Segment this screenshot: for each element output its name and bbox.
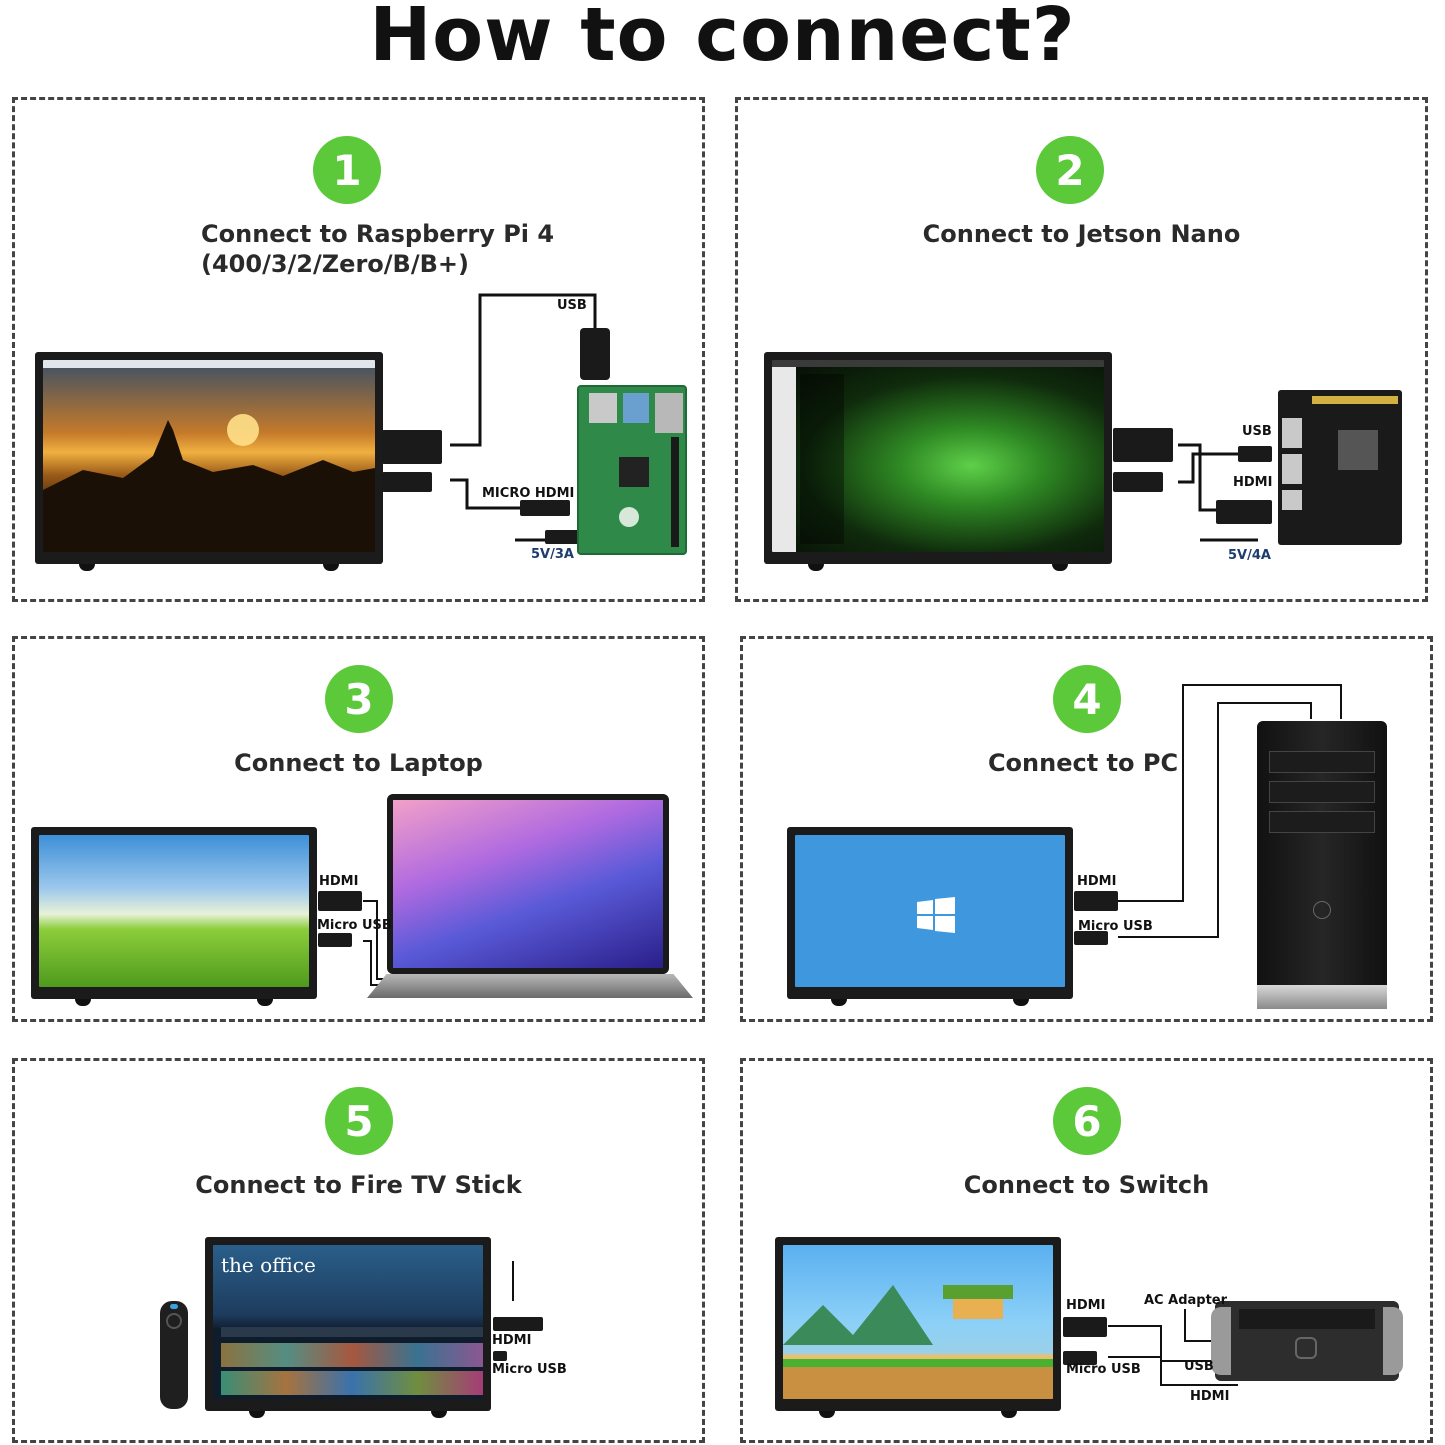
panel-fire-tv-stick: 5 Connect to Fire TV Stick the office HD…	[12, 1058, 705, 1443]
label-usb: USB	[557, 298, 587, 313]
micro-hdmi-plug	[520, 500, 570, 516]
label-hdmi: HDMI	[1233, 475, 1273, 490]
pc-tower	[1257, 721, 1387, 1009]
label-hdmi-dock: HDMI	[1190, 1389, 1230, 1404]
step-badge-4: 4	[1053, 665, 1121, 733]
portable-monitor	[764, 352, 1112, 571]
step-badge-1: 1	[313, 136, 381, 204]
monitor-screen-sunset	[43, 360, 375, 552]
panel-4-cables	[1118, 684, 1342, 938]
hdmi-plug	[1074, 891, 1118, 911]
micro-usb-plug	[1074, 931, 1108, 945]
panel-5-caption: Connect to Fire TV Stick	[195, 1171, 522, 1199]
label-hdmi: HDMI	[492, 1333, 532, 1348]
micro-usb-plug	[318, 933, 352, 947]
monitor-screen-mario	[783, 1245, 1053, 1399]
fire-tv-featured-title: the office	[221, 1253, 316, 1277]
hdmi-port-plug	[1113, 428, 1173, 462]
fire-tv-stick-plug	[493, 1317, 543, 1331]
label-micro-usb: Micro USB	[317, 918, 392, 933]
portable-monitor	[35, 352, 383, 571]
panel-pc: 4 Connect to PC HDMI Micro USB	[740, 636, 1433, 1022]
laptop	[367, 794, 693, 1009]
portable-monitor	[775, 1237, 1061, 1418]
usb-a-plug	[580, 328, 610, 380]
usb-port-plug	[382, 472, 432, 492]
panel-5-cables	[512, 1261, 514, 1301]
power-plug	[545, 530, 581, 544]
windows-logo-icon	[917, 897, 955, 933]
label-usb: USB	[1184, 1359, 1214, 1374]
micro-usb-plug	[493, 1351, 507, 1361]
panel-laptop: 3 Connect to Laptop HDMI Micro USB	[12, 636, 705, 1022]
panel-3-caption: Connect to Laptop	[234, 749, 483, 777]
label-ac-adapter: AC Adapter	[1144, 1293, 1228, 1308]
panel-6-cables	[1108, 1309, 1238, 1386]
game-scene-icon	[783, 1285, 1053, 1399]
monitor-screen-fire-tv: the office	[213, 1245, 483, 1399]
panel-raspberry-pi: 1 Connect to Raspberry Pi 4 (400/3/2/Zer…	[12, 97, 705, 602]
label-power-5v4a: 5V/4A	[1228, 548, 1271, 563]
label-micro-usb: Micro USB	[492, 1362, 567, 1377]
label-micro-hdmi: MICRO HDMI	[482, 486, 575, 501]
step-badge-6: 6	[1053, 1087, 1121, 1155]
portable-monitor	[787, 827, 1073, 1006]
panel-6-caption: Connect to Switch	[963, 1171, 1210, 1199]
fire-tv-remote	[160, 1301, 188, 1409]
jetson-nano-board	[1278, 390, 1402, 545]
monitor-screen-ubuntu	[772, 360, 1104, 552]
panel-2-caption: Connect to Jetson Nano	[922, 220, 1241, 248]
label-hdmi: HDMI	[1077, 874, 1117, 889]
micro-usb-plug	[1063, 1351, 1097, 1365]
panel-1-caption-line2: (400/3/2/Zero/B/B+)	[201, 250, 469, 278]
sunset-silhouette-icon	[43, 414, 375, 552]
nintendo-switch-dock	[1211, 1301, 1403, 1381]
panel-1-caption-line1: Connect to Raspberry Pi 4	[201, 220, 555, 248]
panel-switch: 6 Connect to Switch HDMI Micro USB AC Ad…	[740, 1058, 1433, 1443]
label-power-5v3a: 5V/3A	[531, 547, 574, 562]
hdmi-plug	[1063, 1317, 1107, 1337]
hdmi-plug	[1216, 500, 1272, 524]
page-title: How to connect?	[369, 0, 1076, 78]
panel-4-caption: Connect to PC	[987, 749, 1179, 777]
panel-jetson-nano: 2 Connect to Jetson Nano USB HDMI 5V/4A	[735, 97, 1428, 602]
usb-port-plug	[1113, 472, 1163, 492]
label-micro-usb: Micro USB	[1066, 1362, 1141, 1377]
monitor-screen-windows	[795, 835, 1065, 987]
monitor-screen-meadow	[39, 835, 309, 987]
portable-monitor: the office	[205, 1237, 491, 1418]
panel-2-cables	[1178, 443, 1258, 542]
step-badge-3: 3	[325, 665, 393, 733]
portable-monitor	[31, 827, 317, 1006]
usb-a-plug	[1238, 446, 1272, 462]
label-hdmi: HDMI	[319, 874, 359, 889]
label-hdmi: HDMI	[1066, 1298, 1106, 1313]
hdmi-plug	[318, 891, 362, 911]
label-micro-usb: Micro USB	[1078, 919, 1153, 934]
raspberry-pi-board	[577, 385, 687, 555]
hdmi-port-plug	[382, 430, 442, 464]
step-badge-5: 5	[325, 1087, 393, 1155]
step-badge-2: 2	[1036, 136, 1104, 204]
label-usb: USB	[1242, 424, 1272, 439]
